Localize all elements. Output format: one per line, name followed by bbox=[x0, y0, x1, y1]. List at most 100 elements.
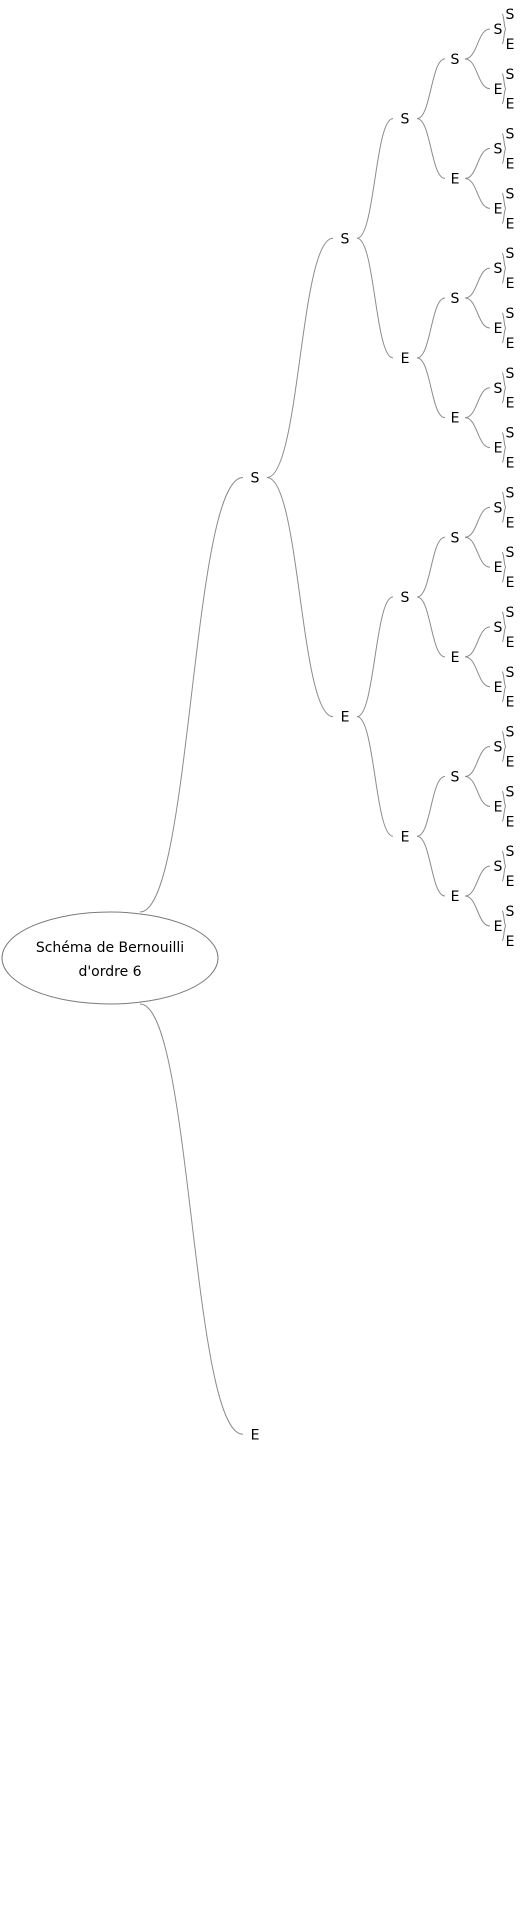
node-label-l6-25: E bbox=[506, 755, 515, 771]
edge-l5-5 bbox=[464, 297, 491, 329]
tree-labels: SESESESESESESESESESESESESESESESESESESESE… bbox=[251, 7, 515, 1443]
edge-l6-28 bbox=[501, 850, 507, 867]
edge-l2-1 bbox=[266, 476, 334, 718]
edge-l6-30 bbox=[501, 910, 507, 927]
node-label-l6-0: S bbox=[506, 7, 515, 23]
node-label-l5-15: E bbox=[494, 919, 503, 935]
node-label-l6-8: S bbox=[506, 246, 515, 262]
edge-l5-1 bbox=[464, 58, 491, 90]
node-label-l6-23: E bbox=[506, 695, 515, 711]
node-label-l6-5: E bbox=[506, 157, 515, 173]
edge-l6-13 bbox=[501, 387, 507, 404]
edge-l3-1 bbox=[356, 237, 394, 359]
node-label-l6-16: S bbox=[506, 485, 515, 501]
edge-l5-13 bbox=[464, 775, 491, 807]
node-label-l5-3: E bbox=[494, 201, 503, 217]
node-label-l6-1: E bbox=[506, 37, 515, 53]
node-label-l6-14: S bbox=[506, 426, 515, 442]
edge-l6-16 bbox=[501, 491, 507, 508]
edge-l6-21 bbox=[501, 626, 507, 643]
root-ellipse bbox=[1, 911, 219, 1005]
node-label-l3-1: E bbox=[401, 351, 410, 367]
node-label-l6-12: S bbox=[506, 366, 515, 382]
node-label-l6-21: E bbox=[506, 635, 515, 651]
node-label-l2-1: E bbox=[341, 710, 350, 726]
node-label-l5-0: S bbox=[494, 22, 503, 38]
edge-l6-9 bbox=[501, 267, 507, 284]
edge-l6-15 bbox=[501, 447, 507, 463]
edge-l5-4 bbox=[464, 267, 491, 299]
node-label-l6-4: S bbox=[506, 127, 515, 143]
edge-l3-2 bbox=[356, 596, 394, 718]
node-label-l5-8: S bbox=[494, 500, 503, 516]
node-label-l5-7: E bbox=[494, 441, 503, 457]
node-label-l6-26: S bbox=[506, 784, 515, 800]
node-label-l5-12: S bbox=[494, 740, 503, 756]
edge-l6-31 bbox=[501, 925, 507, 942]
edge-l5-10 bbox=[464, 626, 491, 658]
edge-l6-6 bbox=[501, 192, 507, 209]
node-label-l3-3: E bbox=[401, 829, 410, 845]
node-label-l5-1: E bbox=[494, 82, 503, 98]
edge-l4-0 bbox=[416, 58, 446, 120]
root-title-line-1: Schéma de Bernouilli bbox=[36, 940, 184, 956]
edge-l4-4 bbox=[416, 536, 446, 598]
node-label-l6-27: E bbox=[506, 814, 515, 830]
node-label-l6-28: S bbox=[506, 844, 515, 860]
node-label-l5-2: S bbox=[494, 142, 503, 158]
edge-l6-26 bbox=[501, 790, 507, 807]
node-label-l4-0: S bbox=[451, 52, 460, 68]
node-label-l4-4: S bbox=[451, 530, 460, 546]
node-label-l6-6: S bbox=[506, 186, 515, 202]
node-label-l3-2: S bbox=[401, 590, 410, 606]
edge-l6-25 bbox=[501, 746, 507, 762]
edge-l6-24 bbox=[501, 731, 507, 748]
node-label-l1-0: S bbox=[251, 470, 260, 486]
edge-l6-1 bbox=[501, 28, 507, 45]
node-label-l4-2: S bbox=[451, 291, 460, 307]
edge-root-S bbox=[139, 476, 244, 913]
node-label-l6-31: E bbox=[506, 934, 515, 950]
edge-l6-19 bbox=[501, 566, 507, 583]
edge-l6-4 bbox=[501, 133, 507, 150]
edge-l6-2 bbox=[501, 73, 507, 90]
edge-l5-2 bbox=[464, 148, 491, 179]
edge-l6-11 bbox=[501, 327, 507, 344]
node-label-l6-3: E bbox=[506, 97, 515, 113]
node-label-l6-20: S bbox=[506, 605, 515, 621]
edge-l6-0 bbox=[501, 13, 507, 30]
node-label-l4-5: E bbox=[451, 650, 460, 666]
edge-l6-7 bbox=[501, 207, 507, 224]
tree-edges bbox=[139, 13, 507, 1435]
node-label-l3-0: S bbox=[401, 112, 410, 128]
edge-l3-3 bbox=[356, 716, 394, 837]
node-label-l4-3: E bbox=[451, 411, 460, 427]
node-label-l6-19: E bbox=[506, 575, 515, 591]
node-label-l6-22: S bbox=[506, 665, 515, 681]
node-label-l6-24: S bbox=[506, 725, 515, 741]
edge-l6-3 bbox=[501, 88, 507, 105]
edge-l6-20 bbox=[501, 611, 507, 628]
node-label-l5-10: S bbox=[494, 620, 503, 636]
node-label-l6-9: E bbox=[506, 276, 515, 292]
edge-l6-29 bbox=[501, 865, 507, 882]
edge-l6-5 bbox=[501, 148, 507, 164]
node-label-l5-9: E bbox=[494, 560, 503, 576]
edge-l6-23 bbox=[501, 686, 507, 703]
node-label-l6-17: E bbox=[506, 515, 515, 531]
edge-l5-7 bbox=[464, 417, 491, 449]
edge-l6-22 bbox=[501, 671, 507, 688]
node-label-l6-2: S bbox=[506, 67, 515, 83]
edge-l6-27 bbox=[501, 805, 507, 822]
node-label-l1-1: E bbox=[251, 1427, 260, 1443]
edge-l4-2 bbox=[416, 297, 446, 359]
node-label-l4-1: E bbox=[451, 171, 460, 187]
edge-root-E bbox=[139, 1003, 244, 1435]
edge-l6-18 bbox=[501, 551, 507, 568]
root-title-line-2: d'ordre 6 bbox=[78, 964, 141, 980]
node-label-l6-7: E bbox=[506, 216, 515, 232]
edge-l5-6 bbox=[464, 387, 491, 419]
edge-l4-1 bbox=[416, 118, 446, 179]
node-label-l6-13: E bbox=[506, 396, 515, 412]
edge-l6-8 bbox=[501, 252, 507, 269]
